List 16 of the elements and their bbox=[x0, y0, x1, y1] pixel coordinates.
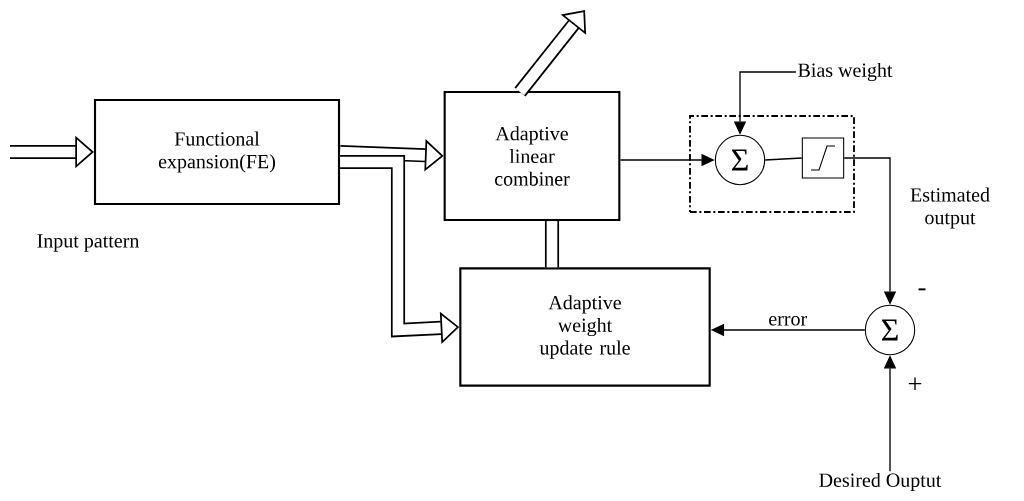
double-line bbox=[544, 221, 560, 268]
process-box: Adaptive linear combiner bbox=[443, 90, 621, 222]
sign-label: - bbox=[918, 288, 926, 291]
connector-line bbox=[764, 157, 803, 161]
text-label: Desired Ouptut bbox=[819, 472, 942, 492]
summing-junction: Σ bbox=[714, 134, 766, 186]
edge-label: error bbox=[767, 314, 809, 327]
process-box: Functional expansion(FE) bbox=[93, 98, 341, 206]
process-box: Adaptive weight update rule bbox=[459, 267, 711, 387]
sign-label: + bbox=[908, 377, 922, 390]
text-label: Bias weight bbox=[798, 62, 893, 82]
dashed-group-box bbox=[689, 115, 855, 213]
text-label: Estimated output bbox=[910, 187, 990, 229]
text-label: Input pattern bbox=[37, 234, 140, 252]
summing-junction: Σ bbox=[864, 304, 916, 356]
sigmoid-box bbox=[801, 137, 845, 179]
